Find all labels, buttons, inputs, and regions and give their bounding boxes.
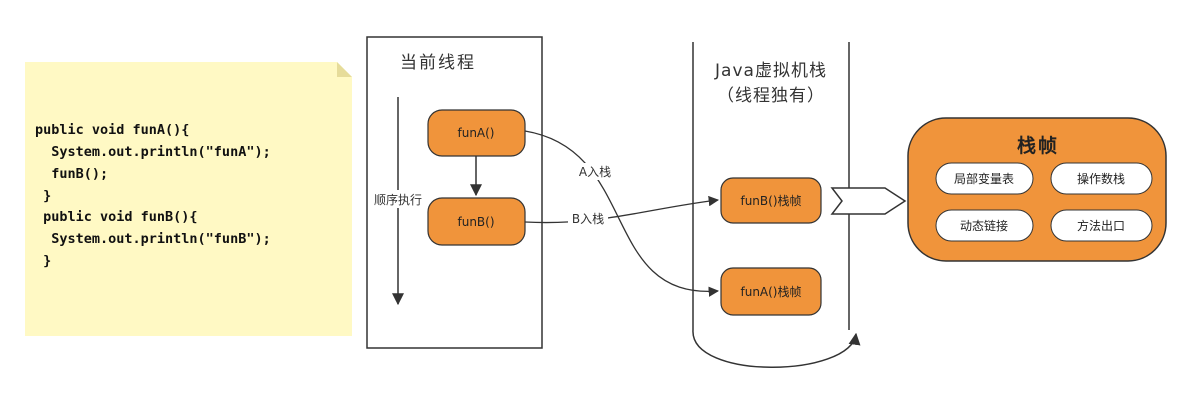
push-edges: A入栈 B入栈	[524, 130, 720, 297]
method-exit-label: 方法出口	[1077, 218, 1125, 233]
code-line-6: System.out.println("funB");	[35, 231, 271, 247]
node-funb	[427, 197, 526, 246]
order-label-bg	[371, 190, 425, 208]
code-note-shape	[25, 62, 352, 336]
expand-arrow	[830, 187, 907, 215]
code-line-5: public void funB(){	[35, 209, 198, 225]
code-line-1: public void funA(){	[35, 122, 189, 138]
code-note-fold	[337, 62, 352, 77]
frame-funb	[720, 177, 822, 224]
local-variable-table-label: 局部变量表	[954, 171, 1014, 186]
frame-funb-label: funB()栈帧	[740, 193, 801, 208]
edge-b-push	[524, 195, 720, 224]
edge-a-push-label: A入栈	[579, 164, 611, 179]
thread-panel: 当前线程 顺序执行 funA() funB()	[366, 36, 543, 349]
order-label: 顺序执行	[374, 192, 422, 207]
local-variable-table	[935, 162, 1034, 195]
edge-b-push-label-bg	[568, 210, 608, 227]
frame-funa-label: funA()栈帧	[740, 284, 801, 299]
jvm-stack-subtitle: （线程独有）	[717, 86, 825, 106]
thread-panel-title: 当前线程	[400, 53, 476, 73]
jvm-stack: Java虚拟机栈 （线程独有） funB()栈帧 funA()栈帧	[692, 42, 861, 368]
stack-frame-detail: 栈帧 局部变量表 操作数栈 动态链接 方法出口	[907, 117, 1167, 262]
dynamic-linking-label: 动态链接	[960, 218, 1008, 233]
code-line-7: }	[35, 253, 51, 269]
edge-a-push	[524, 130, 720, 297]
dynamic-linking	[935, 209, 1034, 242]
node-funb-label: funB()	[457, 215, 494, 229]
stack-loop-arrow	[692, 329, 861, 368]
method-exit	[1050, 209, 1153, 242]
code-line-4: }	[35, 188, 51, 204]
edge-a-push-label-bg	[575, 163, 615, 180]
code-note: public void funA(){ System.out.println("…	[25, 62, 352, 336]
code-line-2: System.out.println("funA");	[35, 144, 271, 160]
operand-stack-label: 操作数栈	[1077, 171, 1125, 186]
operand-stack	[1050, 162, 1153, 195]
edge-b-push-label: B入栈	[572, 211, 604, 226]
code-line-3: funB();	[35, 166, 108, 182]
frame-funa	[720, 267, 822, 316]
stack-frame-title: 栈帧	[1017, 134, 1059, 157]
node-funa-label: funA()	[457, 126, 494, 140]
jvm-stack-title: Java虚拟机栈	[714, 61, 827, 81]
